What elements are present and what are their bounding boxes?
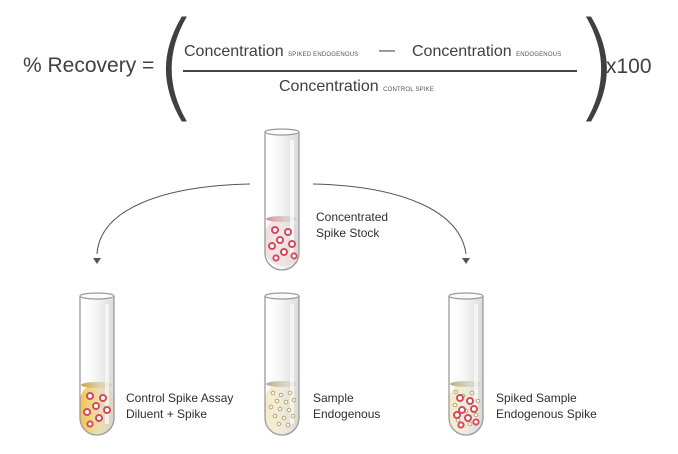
label-sample: Sample Endogenous bbox=[313, 390, 380, 422]
label-spike-stock: Concentrated Spike Stock bbox=[316, 209, 388, 241]
label-spiked-sample-line1: Spiked Sample bbox=[496, 391, 577, 405]
label-spiked-sample: Spiked Sample Endogenous Spike bbox=[496, 390, 597, 422]
denominator-term: Concentration CONTROL SPIKE bbox=[279, 78, 434, 96]
tube-control-spike bbox=[79, 292, 115, 436]
formula-lhs: % Recovery = bbox=[23, 54, 155, 77]
tube-spiked-sample bbox=[448, 292, 484, 436]
label-sample-line1: Sample bbox=[313, 391, 354, 405]
label-control-spike: Control Spike Assay Diluent + Spike bbox=[126, 390, 233, 422]
fraction-bar bbox=[183, 70, 577, 72]
arrow-left bbox=[96, 183, 251, 255]
numerator-term2-subscript: ENDOGENOUS bbox=[516, 52, 562, 58]
arrow-right-head bbox=[462, 258, 470, 264]
denominator-text: Concentration bbox=[279, 78, 379, 95]
tube-spike-stock bbox=[264, 128, 300, 271]
label-control-spike-line1: Control Spike Assay bbox=[126, 391, 234, 405]
label-sample-line2: Endogenous bbox=[313, 407, 381, 421]
label-spike-stock-line1: Concentrated bbox=[316, 210, 389, 224]
arrow-left-head bbox=[93, 258, 101, 264]
right-parenthesis: ) bbox=[573, 0, 620, 134]
minus-sign: — bbox=[379, 42, 395, 59]
label-spike-stock-line2: Spike Stock bbox=[316, 226, 380, 240]
numerator-term2-text: Concentration bbox=[412, 43, 512, 60]
numerator-term-spiked: Concentration SPIKED ENDOGENOUS bbox=[184, 43, 359, 61]
label-control-spike-line2: Diluent + Spike bbox=[126, 407, 208, 421]
label-spiked-sample-line2: Endogenous Spike bbox=[496, 407, 597, 421]
arrow-right bbox=[312, 183, 467, 255]
multiplier: x100 bbox=[606, 55, 652, 78]
tube-sample-endogenous bbox=[264, 292, 300, 436]
numerator-term1-subscript: SPIKED ENDOGENOUS bbox=[288, 52, 359, 58]
denominator-subscript: CONTROL SPIKE bbox=[383, 87, 435, 93]
left-parenthesis: ( bbox=[153, 0, 200, 134]
numerator-term-endogenous: Concentration ENDOGENOUS bbox=[412, 43, 561, 61]
numerator-term1-text: Concentration bbox=[184, 43, 284, 60]
